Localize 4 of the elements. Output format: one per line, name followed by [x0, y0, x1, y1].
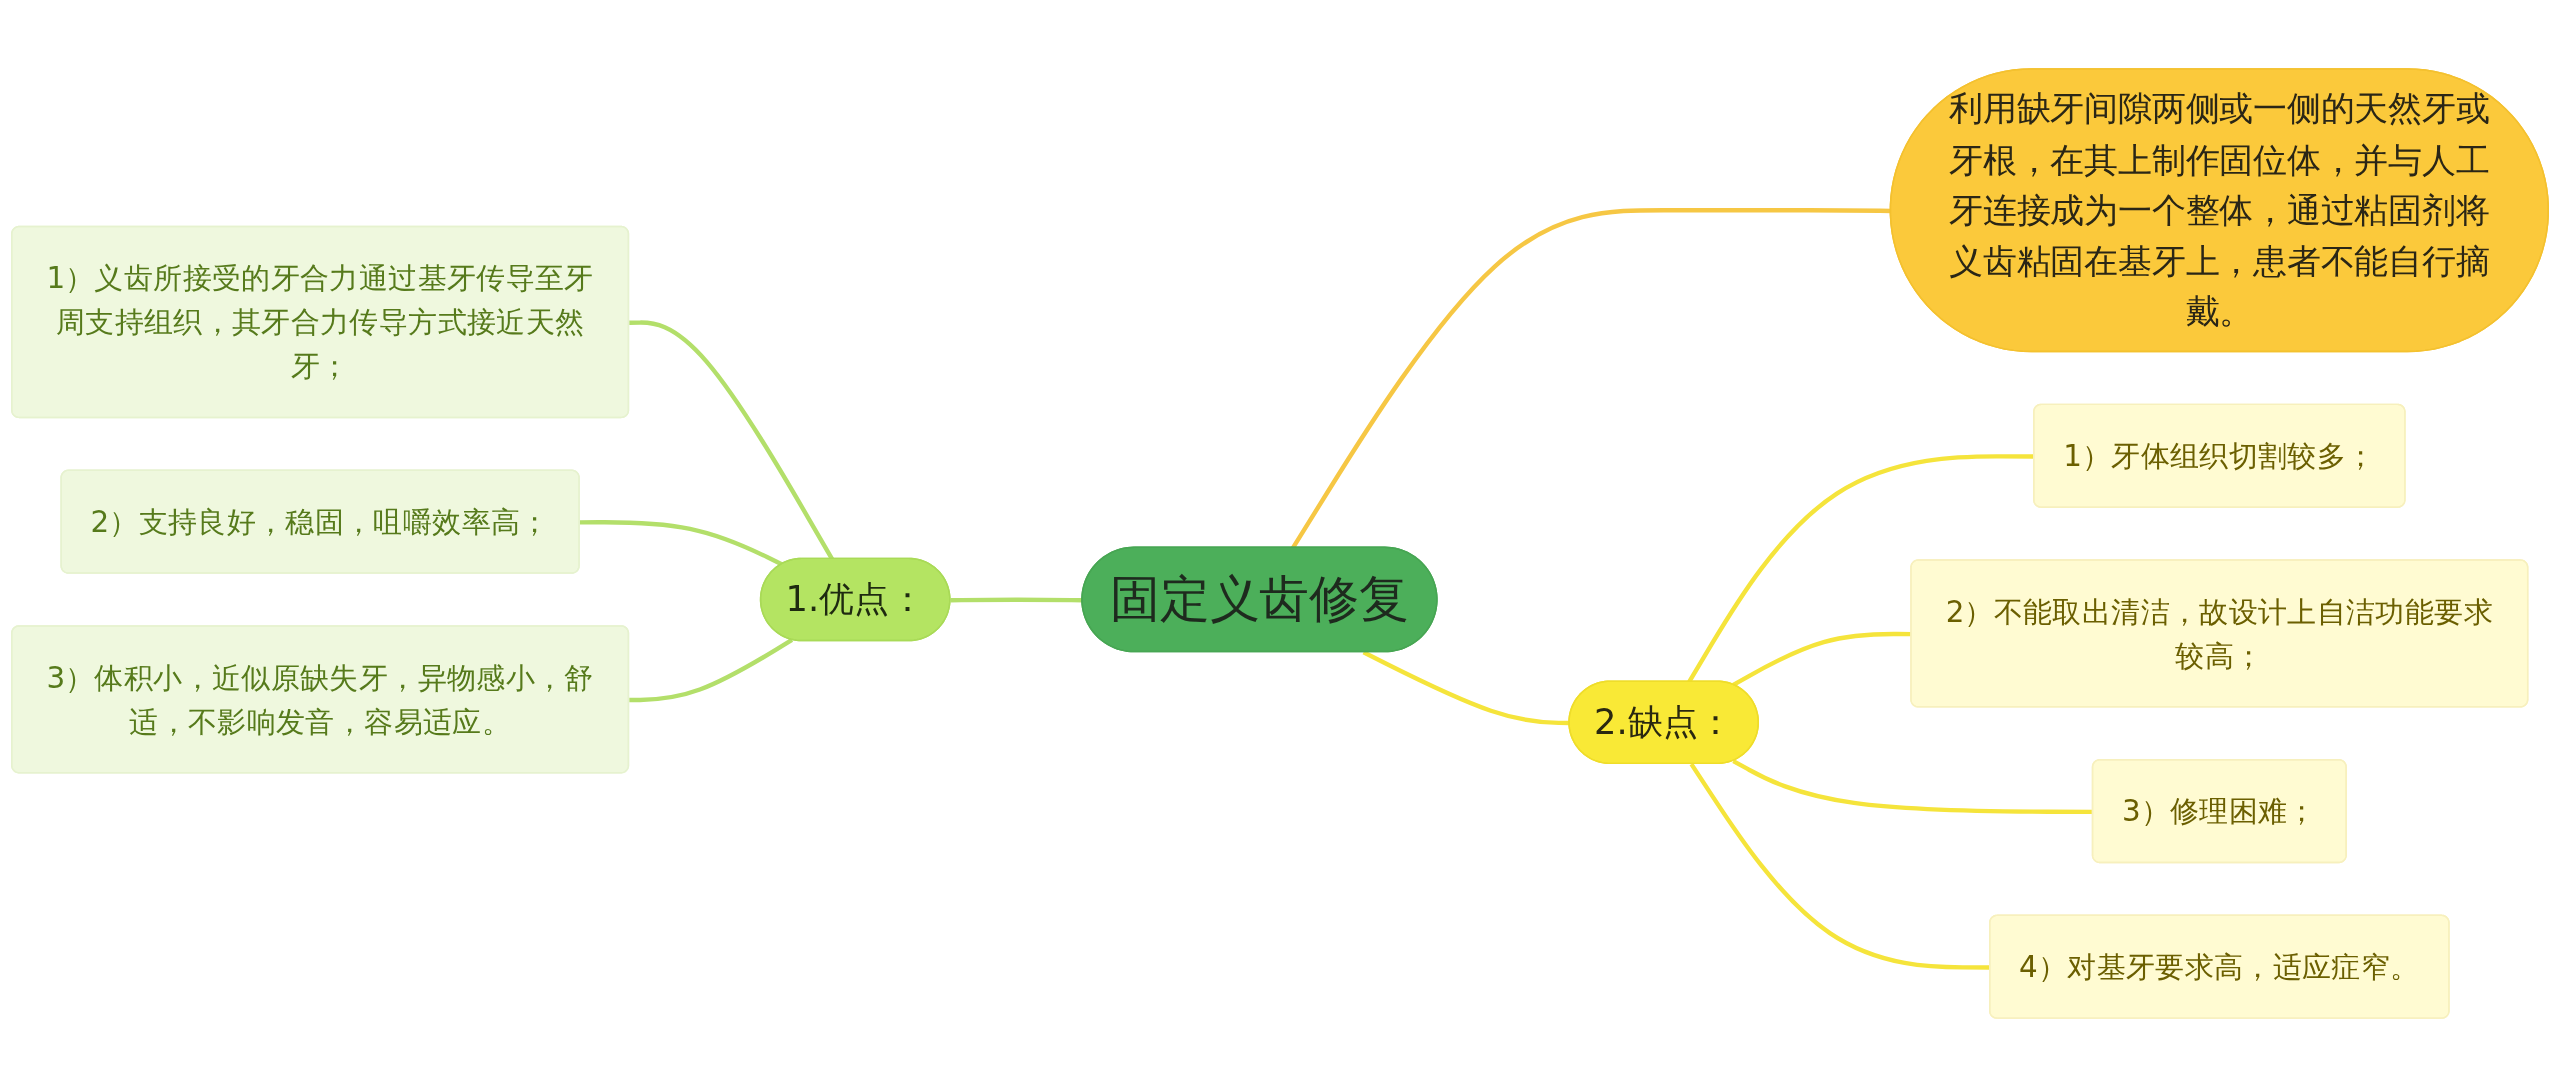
connector [629, 638, 794, 703]
connector [1362, 650, 1570, 726]
connector [950, 597, 1083, 603]
connector [579, 520, 784, 567]
